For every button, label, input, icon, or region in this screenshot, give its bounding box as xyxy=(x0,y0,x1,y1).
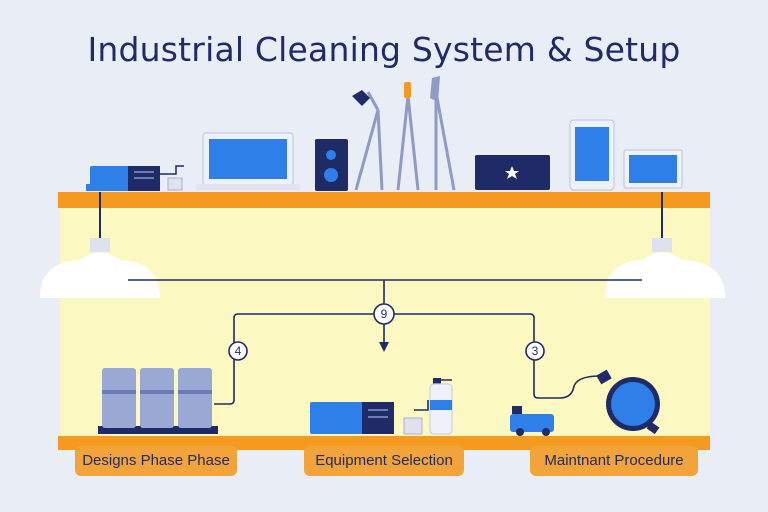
marker-4: 4 xyxy=(228,341,248,361)
wrench-icon xyxy=(352,90,370,106)
laptop-icon xyxy=(196,132,300,190)
marker-4-label: 4 xyxy=(235,344,242,358)
paddle-icon xyxy=(430,76,440,102)
right-lamp-icon xyxy=(605,192,725,298)
design-phase-label: Designs Phase Phase xyxy=(75,446,237,476)
marker-9: 9 xyxy=(373,303,395,325)
monitor-icon xyxy=(623,149,683,189)
page-title: Industrial Cleaning System & Setup xyxy=(87,30,681,69)
marker-3-label: 3 xyxy=(532,344,539,358)
floor-scrubber-icon xyxy=(510,406,554,436)
maintenance-procedure-label: Maintnant Procedure xyxy=(530,446,698,476)
tablet-icon xyxy=(569,119,615,191)
cleaning-unit-icon xyxy=(310,402,423,435)
bottle-icon xyxy=(429,378,453,435)
marker-9-label: 9 xyxy=(381,307,388,321)
left-lamp-icon xyxy=(40,192,160,298)
equipment-selection-label: Equipment Selection xyxy=(304,446,464,476)
tool-stand-icon xyxy=(354,91,384,191)
top-shelf xyxy=(58,192,710,208)
marker-3: 3 xyxy=(525,341,545,361)
tank-icon xyxy=(596,369,660,435)
nozzle-icon xyxy=(404,82,411,98)
barrels-icon xyxy=(98,368,218,434)
tool-stand-icon-3 xyxy=(434,82,456,191)
control-box-icon xyxy=(475,155,550,190)
connector-lines xyxy=(128,279,642,411)
tool-stand-icon-2 xyxy=(396,95,420,191)
compact-unit-icon xyxy=(86,165,184,191)
down-arrow-icon xyxy=(379,342,389,352)
speaker-icon xyxy=(315,139,348,191)
